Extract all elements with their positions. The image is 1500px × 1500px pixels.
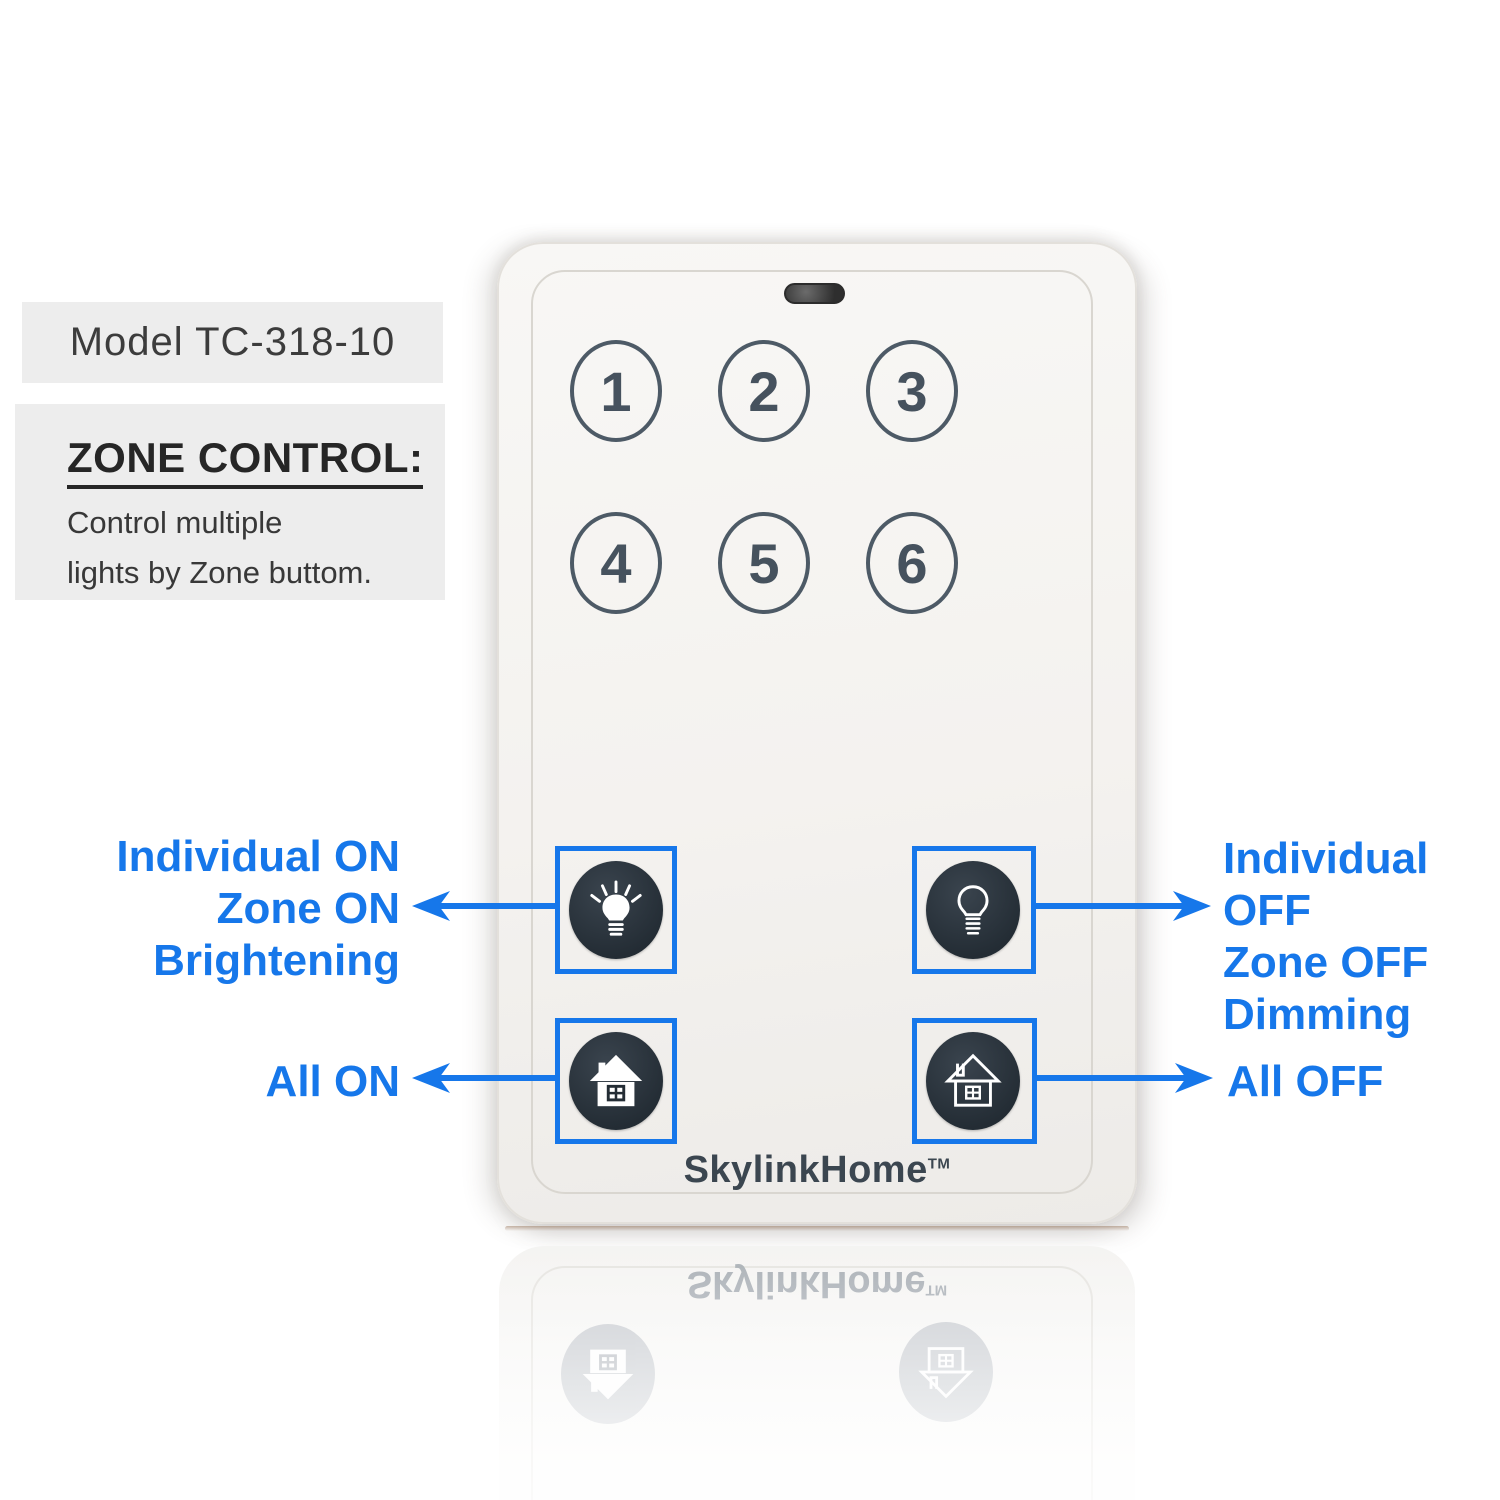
reflection-all-on-button [561,1324,655,1424]
button-6-label: 6 [896,531,928,595]
reflection-body: SkylinkHomeTM [499,1246,1135,1500]
house-off-icon [942,1050,1004,1112]
zone-control-line1: Control multiple [67,505,283,540]
reflection-fade-overlay [499,1246,1135,1500]
light-off-icon [942,879,1004,941]
brand-name: SkylinkHome [683,1149,928,1191]
label-all-on: All ON [265,1057,400,1106]
button-4[interactable]: 4 [570,512,662,614]
label-zone-off: Zone OFF [1223,938,1429,987]
all-on-button[interactable] [569,1032,663,1130]
button-5[interactable]: 5 [718,512,810,614]
remote-control: 1 2 3 4 5 6 [497,242,1137,1224]
button-2[interactable]: 2 [718,340,810,442]
label-dimming: Dimming [1223,990,1412,1039]
arrow-right-all-off [1033,1062,1215,1094]
led-indicator [784,283,845,304]
right-label-group: Individual OFF Zone OFF Dimming [1223,833,1500,1041]
house-on-icon [585,1050,647,1112]
label-individual-on: Individual ON [116,832,400,881]
left-label-group: Individual ON Zone ON Brightening [116,831,400,987]
reflection-all-off-button [899,1322,993,1422]
remote-bottom-shadow [505,1226,1129,1231]
reflection-brand-text: SkylinkHomeTM [499,1262,1135,1305]
button-1[interactable]: 1 [570,340,662,442]
light-on-button[interactable] [569,861,663,959]
model-label: Model TC-318-10 [69,320,396,364]
button-3[interactable]: 3 [866,340,958,442]
label-individual-off: Individual OFF [1223,834,1429,935]
trademark-symbol: TM [927,1155,951,1173]
brand-text: SkylinkHomeTM [499,1149,1135,1192]
arrow-left-zone-on [410,890,556,922]
zone-control-box: ZONE CONTROL: Control multiple lights by… [15,404,445,600]
label-zone-on: Zone ON [216,884,400,933]
highlight-box-light-off [912,846,1036,974]
arrow-right-zone-off [1031,890,1213,922]
button-1-label: 1 [600,359,632,423]
button-6[interactable]: 6 [866,512,958,614]
label-brightening: Brightening [153,936,400,985]
highlight-box-all-on [555,1018,677,1144]
button-5-label: 5 [748,531,780,595]
light-on-icon [585,879,647,941]
zone-control-line2: lights by Zone buttom. [67,555,372,590]
all-off-button[interactable] [926,1032,1020,1130]
reflection-brand-name: SkylinkHome [686,1263,926,1305]
model-label-box: Model TC-318-10 [22,302,443,383]
arrow-left-all-on [410,1062,556,1094]
button-2-label: 2 [748,359,780,423]
button-4-label: 4 [600,531,632,595]
label-all-off: All OFF [1227,1057,1384,1106]
reflection-inner-panel [531,1266,1093,1500]
remote-reflection: SkylinkHomeTM [497,1236,1137,1500]
remote-inner-panel [531,270,1093,1194]
highlight-box-light-on [555,846,677,974]
reflection-trademark: TM [925,1281,948,1299]
zone-control-title: ZONE CONTROL: [67,434,424,489]
light-off-button[interactable] [926,861,1020,959]
button-3-label: 3 [896,359,928,423]
